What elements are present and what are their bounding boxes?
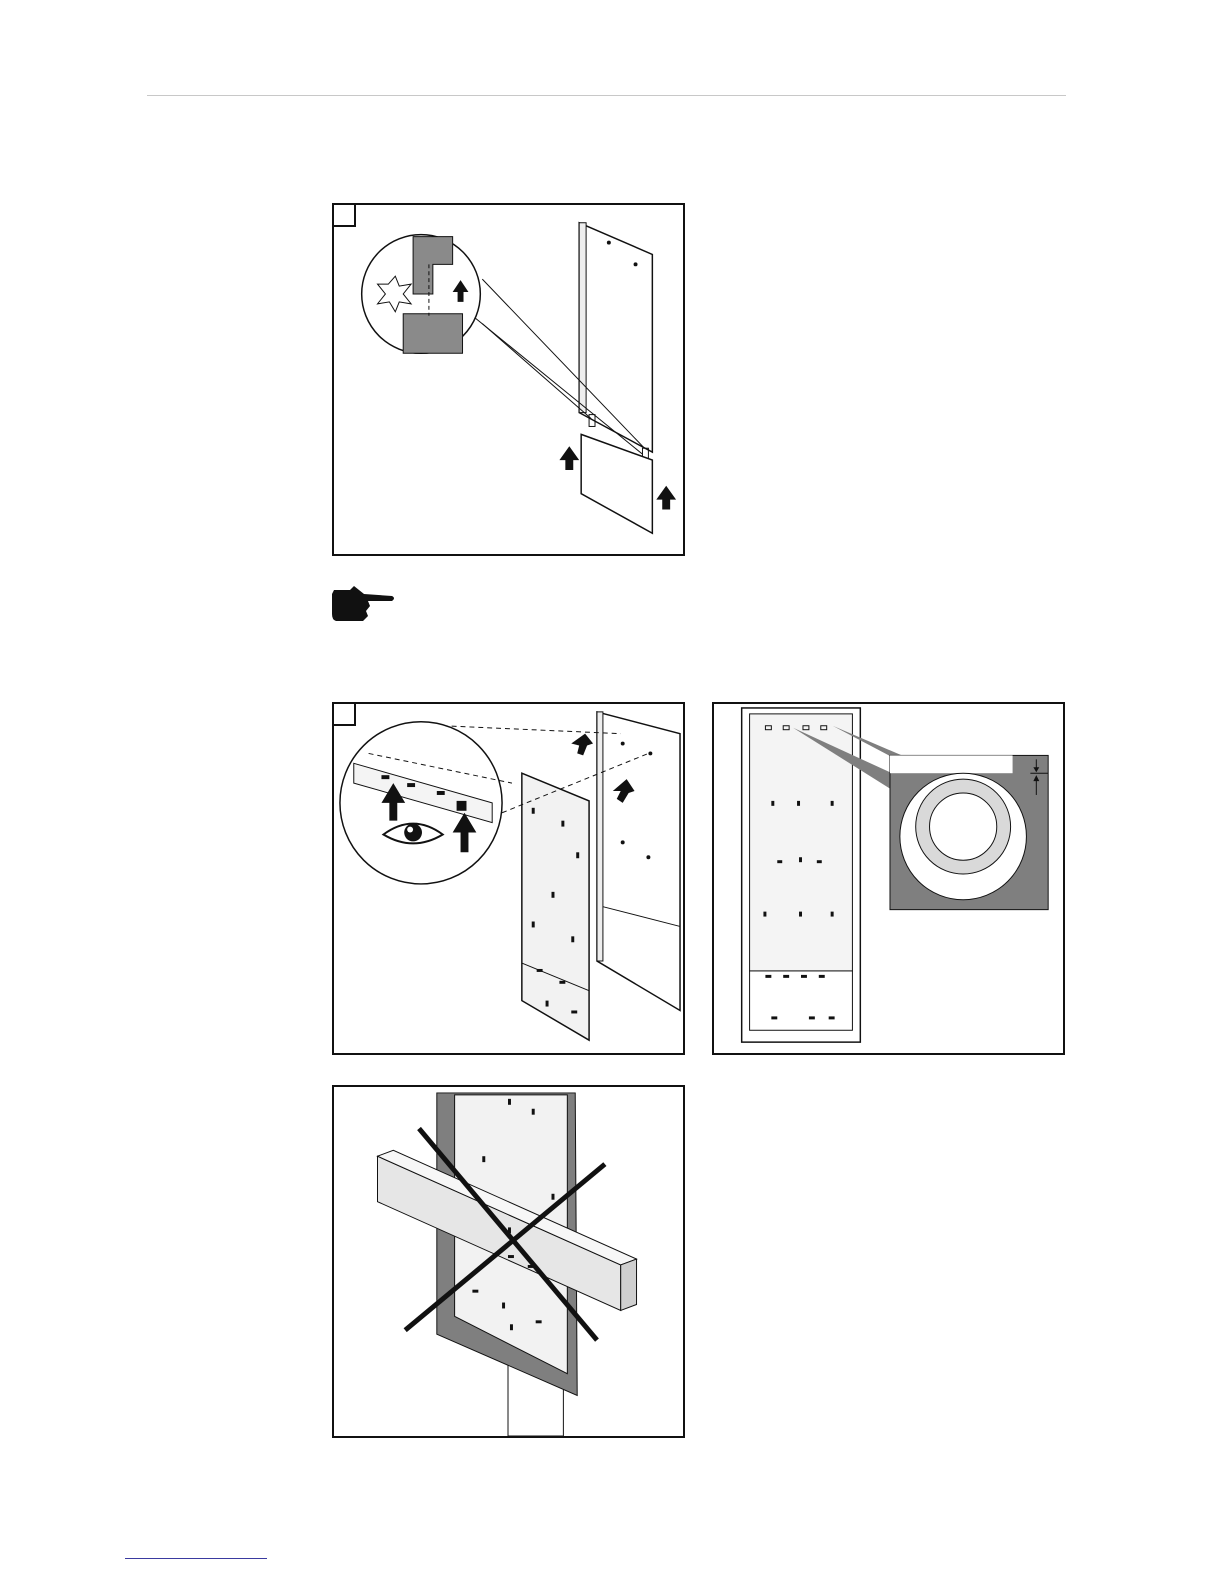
figure-mounting-plate-alignment: [332, 702, 685, 1055]
figure-side-panel-hooking: [332, 203, 685, 556]
figure-mounting-plate-gap-detail: [712, 702, 1065, 1055]
gap-detail-illustration: [714, 704, 1063, 1053]
figure-incorrect-mounting: [332, 1085, 685, 1438]
step-number-box: [334, 205, 356, 227]
arrow-up-icon: [656, 486, 676, 510]
arrow-up-icon: [559, 446, 579, 470]
header-rule: [147, 95, 1066, 96]
step-number-box: [334, 704, 356, 726]
side-panel-illustration: [334, 205, 683, 554]
arrow-up-icon: [571, 734, 593, 756]
pointing-hand-icon: [330, 584, 398, 624]
incorrect-mounting-illustration: [334, 1087, 683, 1436]
mounting-plate-illustration: [334, 704, 683, 1053]
footer-link-underline[interactable]: [125, 1558, 267, 1559]
